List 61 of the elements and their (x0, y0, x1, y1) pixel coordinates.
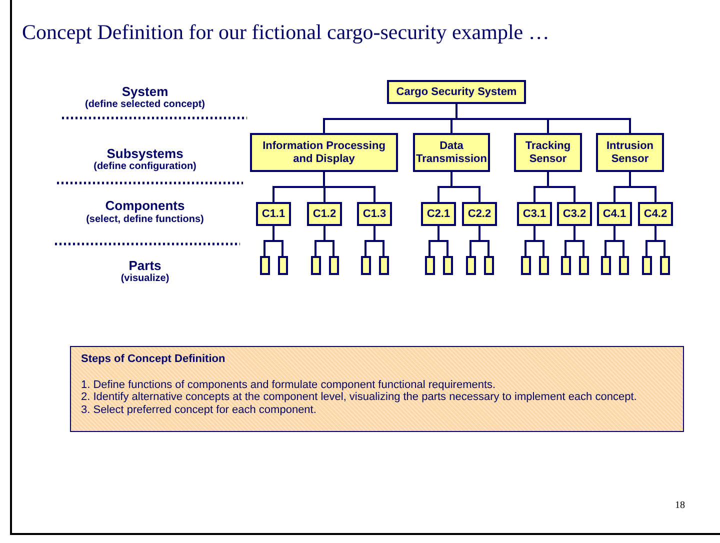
subsystem-box: Information Processing and Display (250, 133, 398, 172)
component-box: C4.2 (638, 202, 673, 226)
part-box (466, 256, 476, 275)
steps-panel (70, 346, 684, 432)
part-box (578, 256, 588, 275)
part-box (618, 256, 628, 275)
panel-heading: Steps of Concept Definition (81, 353, 226, 366)
connector-line (614, 226, 624, 256)
subsystem-box: Data Transmission (413, 133, 490, 172)
part-box (560, 256, 570, 275)
part-box (484, 256, 494, 275)
connector-line (450, 172, 480, 202)
level-description: (define selected concept) (84, 99, 206, 110)
level-label: Components (104, 198, 186, 213)
connector-line (323, 172, 376, 202)
part-box (278, 256, 288, 275)
connector-line (534, 226, 544, 256)
connector-line (374, 226, 384, 256)
connector-line (629, 172, 656, 202)
part-box (360, 256, 370, 275)
level-description: (visualize) (120, 273, 170, 284)
component-box: C3.2 (557, 202, 592, 226)
subsystem-box: Intrusion Sensor (596, 133, 664, 172)
step-item: 1. Define functions of components and formulate component functional requirements. (81, 378, 497, 391)
part-box (642, 256, 652, 275)
part-box (538, 256, 548, 275)
part-box (442, 256, 452, 275)
level-label: Subsystems (106, 146, 184, 161)
page-number: 18 (675, 500, 685, 511)
slide-title: Concept Definition for our fictional cargo-security example … (22, 20, 550, 45)
level-description: (select, define functions) (85, 214, 205, 225)
connector-line (324, 226, 334, 256)
part-box (328, 256, 338, 275)
component-box: C4.1 (597, 202, 632, 226)
part-box (424, 256, 434, 275)
connector-line (478, 226, 490, 256)
part-box (378, 256, 388, 275)
component-box: C2.1 (421, 202, 456, 226)
part-box (660, 256, 670, 275)
component-box: C1.2 (307, 202, 342, 226)
component-box: C1.1 (256, 202, 291, 226)
connector-line (654, 226, 666, 256)
level-label: System (120, 84, 170, 99)
level-description: (define configuration) (92, 161, 198, 172)
component-box: C2.2 (462, 202, 497, 226)
level-label: Parts (128, 258, 162, 273)
part-box (600, 256, 610, 275)
connector-line (272, 226, 284, 256)
part-box (310, 256, 320, 275)
component-box: C1.3 (357, 202, 392, 226)
step-item: 3. Select preferred concept for each component. (81, 404, 318, 416)
connector-line (574, 226, 584, 256)
connector-line (456, 104, 631, 133)
step-item: 2. Identify alternative concepts at the component level, visualizing the parts necessary to implement each concept. (81, 391, 637, 404)
part-box (260, 256, 270, 275)
part-box (520, 256, 530, 275)
connector-line (438, 226, 448, 256)
system-box: Cargo Security System (387, 80, 526, 104)
connector-line (547, 172, 576, 202)
subsystem-box: Tracking Sensor (514, 133, 582, 172)
component-box: C3.1 (517, 202, 552, 226)
